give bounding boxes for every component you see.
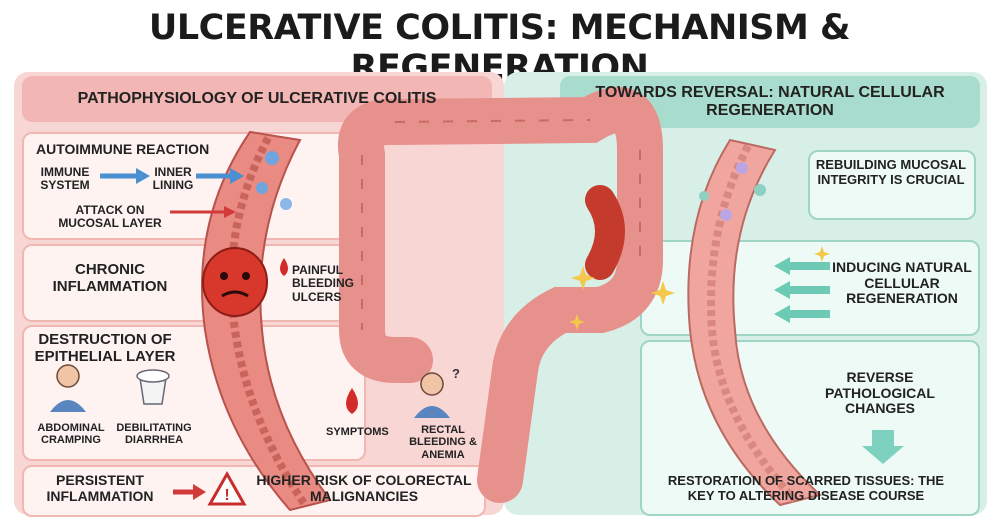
immune-system-label: IMMUNE SYSTEM [40, 165, 90, 193]
rebuilding-box [808, 150, 976, 220]
inner-lining-label: INNER LINING [152, 165, 194, 193]
diarrhea-label: DEBILITATING DIARRHEA [116, 422, 192, 447]
epithelial-cells [227, 136, 309, 508]
regeneration-header: TOWARDS REVERSAL: NATURAL CELLULAR REGEN… [595, 84, 945, 119]
blood-drop-icon [280, 258, 288, 276]
rebuilding-label: REBUILDING MUCOSAL INTEGRITY IS CRUCIAL [815, 157, 967, 187]
chronic-box [22, 244, 366, 322]
ulcers-label: PAINFUL BLEEDING ULCERS [292, 263, 355, 304]
page-title: ULCERATIVE COLITIS: MECHANISM & REGENERA… [148, 8, 851, 88]
cramping-person-icon [56, 364, 80, 388]
sparkle-icon [571, 266, 595, 290]
symptoms-label: SYMPTOMS [326, 426, 389, 438]
autoimmune-heading: AUTOIMMUNE REACTION [36, 141, 210, 157]
destruction-heading: DESTRUCTION OF EPITHELIAL LAYER [34, 331, 176, 365]
inducing-label: INDUCING NATURAL CELLULAR REGENERATION [832, 259, 972, 307]
chronic-heading: CHRONIC INFLAMMATION [52, 261, 168, 295]
autoimmune-box [22, 132, 366, 240]
symptoms-drop-icon [346, 388, 358, 414]
persistent-label: PERSISTENT INFLAMMATION [46, 472, 154, 504]
cramping-label: ABDOMINAL CRAMPING [37, 422, 105, 447]
destruction-box [22, 325, 366, 461]
inflammation-face-icon [202, 247, 268, 317]
rectal-bleeding-person-icon [420, 372, 444, 396]
reverse-label: REVERSE PATHOLOGICAL CHANGES [825, 369, 935, 417]
svg-text:!: ! [224, 487, 229, 504]
pathophysiology-header: PATHOPHYSIOLOGY OF ULCERATIVE COLITIS [77, 90, 437, 107]
warning-icon [207, 470, 247, 506]
restoration-label: RESTORATION OF SCARRED TISSUES: THE KEY … [667, 473, 945, 503]
risk-label: HIGHER RISK OF COLORECTAL MALIGNANCIES [256, 472, 472, 504]
colon-illustration [338, 87, 663, 503]
stem-cell-icon [736, 162, 748, 174]
svg-text:?: ? [452, 366, 460, 381]
rectal-bleeding-label: RECTAL BLEEDING & ANEMIA [409, 424, 477, 461]
attack-label: ATTACK ON MUCOSAL LAYER [58, 203, 162, 231]
persistent-box [22, 465, 486, 517]
healing-colon-wall [687, 138, 823, 507]
inflamed-segment [585, 185, 625, 280]
immune-cell-icon [265, 151, 279, 165]
down-arrow-icon [862, 430, 904, 464]
